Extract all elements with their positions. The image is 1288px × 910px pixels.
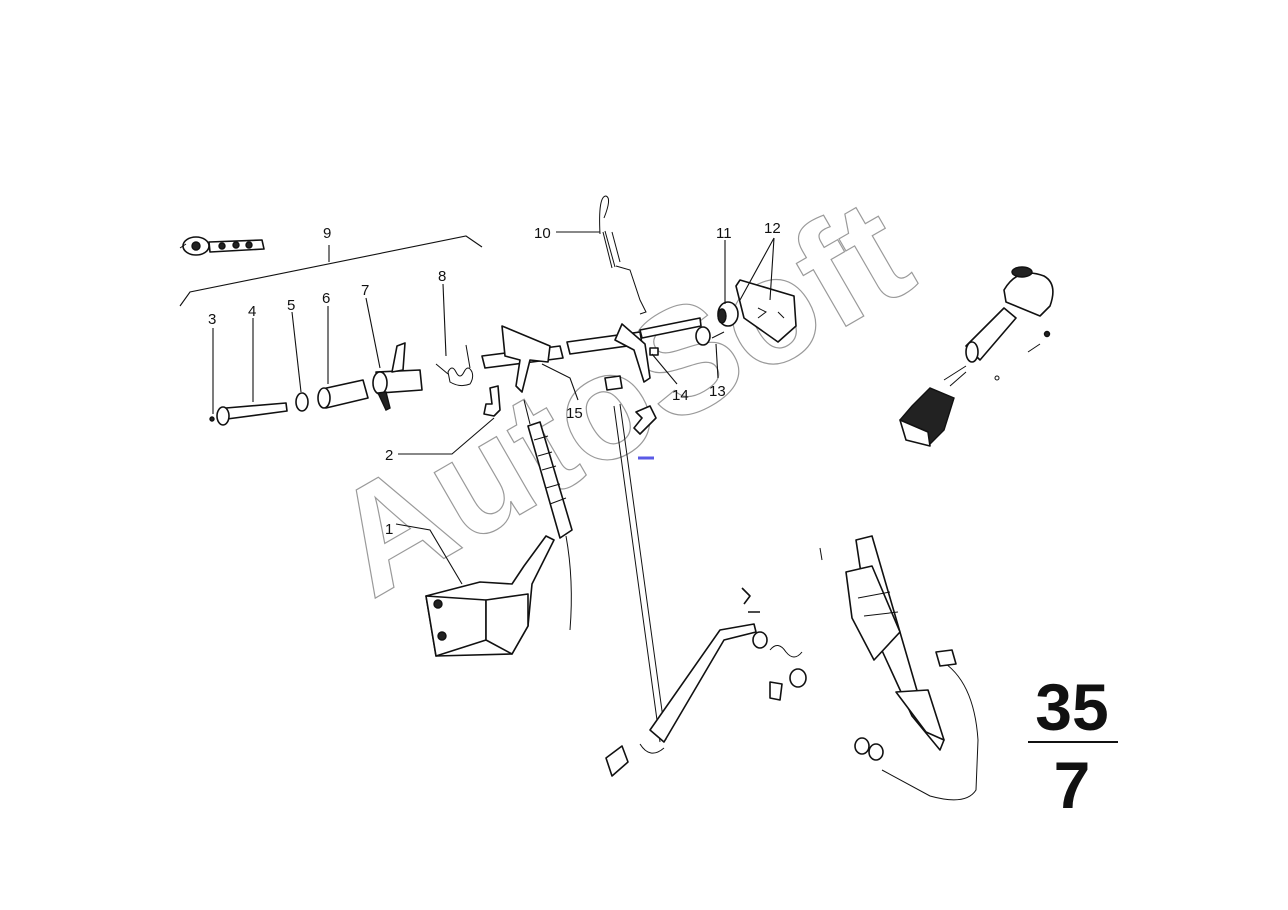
watermark-text: AutoSoft — [304, 166, 936, 628]
clip-part-13 — [695, 326, 725, 346]
small-clip — [633, 405, 657, 435]
callout-7: 7 — [361, 282, 369, 299]
return-spring-part-10 — [599, 195, 647, 315]
bushing-part-6 — [317, 379, 369, 409]
lock-tool-icon — [179, 236, 265, 256]
torsion-spring-part-8 — [435, 344, 474, 387]
callout-2: 2 — [385, 447, 393, 464]
callout-15: 15 — [566, 405, 583, 422]
pedal-bracket-part-1 — [425, 399, 573, 657]
cap-part-11 — [717, 301, 739, 327]
callout-6: 6 — [322, 290, 330, 307]
callout-1: 1 — [385, 521, 393, 538]
washer-part-5 — [295, 392, 309, 412]
group-bracket-9 — [179, 235, 483, 307]
small-bushing — [604, 375, 623, 391]
callout-13: 13 — [709, 383, 726, 400]
callout-4: 4 — [248, 303, 256, 320]
bolt-part-3 — [209, 402, 288, 426]
figure-sub-number: 7 — [1054, 748, 1091, 822]
small-tick — [819, 547, 823, 561]
callout-11: 11 — [716, 225, 732, 242]
cross-shaft — [481, 317, 702, 393]
callout-14: 14 — [672, 387, 689, 404]
callout-12: 12 — [764, 220, 781, 237]
callout-3: 3 — [208, 311, 216, 328]
bracket-part-2 — [483, 385, 501, 417]
push-rod-assembly — [605, 403, 807, 777]
pedal-pad-assembly — [899, 266, 1054, 447]
callout-9: 9 — [323, 225, 331, 242]
callout-10: 10 — [534, 225, 551, 242]
figure-number: 35 7 — [1028, 670, 1118, 822]
callout-8: 8 — [438, 268, 446, 285]
callout-5: 5 — [287, 297, 295, 314]
lever-spring — [752, 631, 807, 701]
pin-part-14 — [649, 347, 659, 356]
mounting-plate-part-12 — [735, 279, 797, 343]
lever-hub-part-7 — [372, 342, 423, 411]
accelerator-pedal — [845, 535, 979, 801]
figure-group-number: 35 — [1035, 670, 1108, 744]
